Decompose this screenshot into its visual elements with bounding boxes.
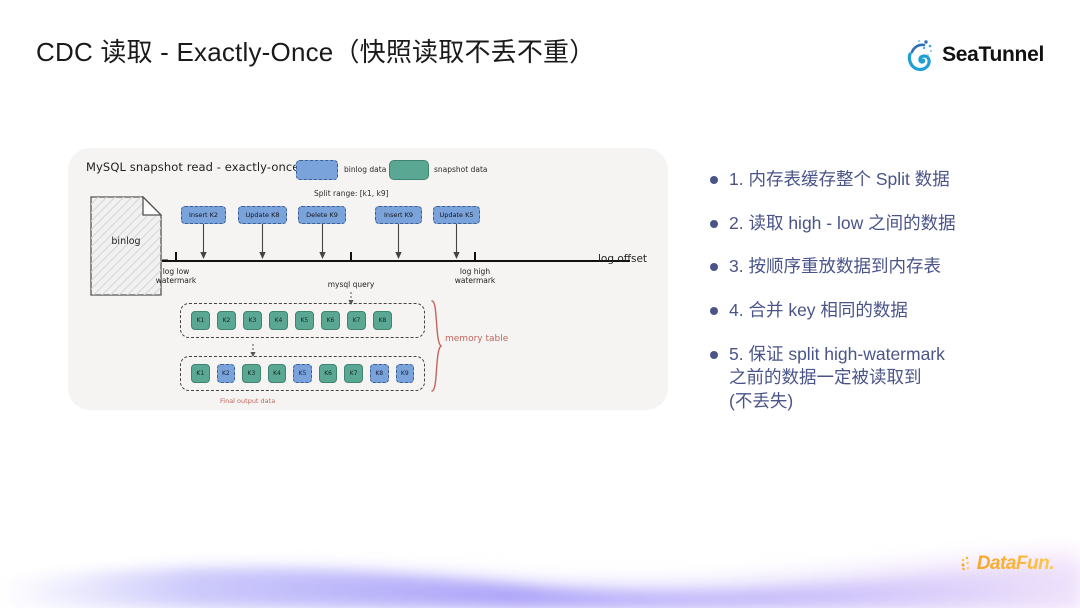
memory-table-row-output: K1 K2 K3 K4 K5 K6 K7 K8 K9 (180, 356, 425, 391)
diagram-title: MySQL snapshot read - exactly-once (86, 160, 300, 174)
final-output-label: Final output data (220, 397, 276, 405)
memory-cell: K8 (369, 364, 389, 383)
memory-table-brace (431, 300, 443, 392)
legend-swatch-snapshot (389, 160, 429, 180)
memory-cell: K3 (243, 311, 262, 330)
timeline-label-high-watermark: log high watermark (454, 267, 496, 286)
bullet-text: 4. 合并 key 相同的数据 (729, 299, 908, 320)
event-box: Insert K9 (375, 206, 422, 224)
bullet-dot-icon (710, 350, 718, 359)
bullet-item: 5. 保证 split high-watermark 之前的数据一定被读取到 (… (710, 343, 1050, 414)
event-drop-arrow (395, 224, 402, 259)
memory-table-row-snapshot: K1 K2 K3 K4 K5 K6 K7 K8 (180, 303, 425, 338)
event-box: Insert K2 (181, 206, 226, 224)
seatunnel-logo: SeaTunnel (904, 38, 1044, 72)
legend-swatch-binlog (296, 160, 338, 180)
legend-label-binlog: binlog data (344, 165, 387, 174)
bullet-item: 4. 合并 key 相同的数据 (710, 299, 1050, 323)
bullet-item: 3. 按顺序重放数据到内存表 (710, 255, 1050, 279)
memory-cell: K6 (318, 364, 338, 383)
tick-mysql-query (350, 252, 352, 262)
snapshot-to-output-arrow (250, 344, 256, 357)
bullet-dot-icon (710, 219, 718, 228)
legend-label-snapshot: snapshot data (434, 165, 488, 174)
memory-cell: K2 (216, 364, 236, 383)
datafun-dots-icon (961, 556, 969, 571)
event-drop-arrow (259, 224, 266, 259)
binlog-document-icon (90, 196, 162, 296)
event-box: Update K5 (433, 206, 480, 224)
tick-low-watermark (175, 252, 177, 262)
timeline-axis (162, 260, 630, 262)
memory-cell: K1 (191, 364, 210, 383)
memory-cell: K7 (344, 364, 363, 383)
memory-cell: K8 (373, 311, 392, 330)
bullet-item: 2. 读取 high - low 之间的数据 (710, 212, 1050, 236)
memory-cell: K5 (295, 311, 314, 330)
bullet-text: 3. 按顺序重放数据到内存表 (729, 256, 941, 277)
query-to-table-arrow (348, 292, 354, 305)
memory-table-label: memory table (445, 334, 509, 344)
memory-cell: K4 (267, 364, 287, 383)
event-drop-arrow (453, 224, 460, 259)
bullet-dot-icon (710, 263, 718, 272)
bullet-text: 1. 内存表缓存整个 Split 数据 (729, 169, 950, 189)
binlog-label: binlog (111, 236, 141, 247)
event-box: Update K8 (238, 206, 287, 224)
bullet-text: 5. 保证 split high-watermark 之前的数据一定被读取到 (… (729, 343, 945, 411)
seatunnel-wordmark: SeaTunnel (942, 43, 1044, 66)
memory-cell: K4 (269, 311, 288, 330)
event-drop-arrow (200, 224, 207, 259)
seatunnel-wave-icon (907, 40, 933, 72)
memory-cell: K6 (321, 311, 340, 330)
memory-cell: K1 (191, 311, 210, 330)
memory-cell: K5 (293, 364, 312, 383)
memory-cell: K3 (242, 364, 261, 383)
bullet-text: 2. 读取 high - low 之间的数据 (729, 212, 956, 233)
bullet-dot-icon (710, 176, 718, 184)
diagram-panel: MySQL snapshot read - exactly-once binlo… (68, 148, 668, 410)
memory-cell: K7 (347, 311, 366, 330)
bullet-item: 1. 内存表缓存整个 Split 数据 (710, 168, 1050, 192)
timeline-label-low-watermark: log low watermark (155, 267, 197, 286)
axis-label-log-offset: log offset (598, 253, 648, 265)
event-box: Delete K9 (298, 206, 346, 224)
bullet-dot-icon (710, 306, 718, 315)
split-range-label: Split range: [k1, k9] (314, 189, 389, 198)
timeline-label-mysql-query: mysql query (327, 280, 375, 289)
bottom-wave-decoration (0, 548, 1080, 608)
datafun-logo: DataFun. (961, 553, 1055, 575)
datafun-wordmark: DataFun. (976, 553, 1055, 574)
page-title: CDC 读取 - Exactly-Once（快照读取不丢不重） (36, 37, 596, 67)
memory-cell: K9 (395, 364, 415, 383)
memory-cell: K2 (217, 311, 236, 330)
event-drop-arrow (319, 224, 326, 259)
tick-high-watermark (474, 252, 476, 262)
bullet-list: 1. 内存表缓存整个 Split 数据 2. 读取 high - low 之间的… (710, 168, 1050, 433)
